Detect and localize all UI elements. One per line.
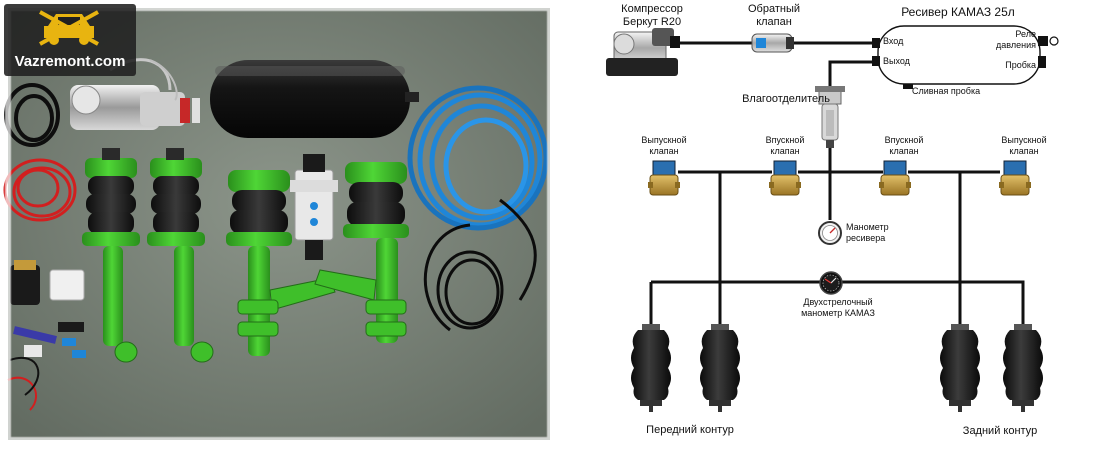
dual-gauge-label-line2: манометр КАМАЗ xyxy=(801,308,875,318)
rear-air-strut-right xyxy=(314,162,409,343)
site-logo-text: Vazremont.com xyxy=(15,53,126,70)
plug-label: Пробка xyxy=(1005,60,1036,70)
compressor-label-line2: Беркут R20 xyxy=(623,16,681,28)
receiver-gauge-icon xyxy=(818,221,842,245)
check-valve-label-line1: Обратный xyxy=(748,3,800,15)
pressure-relay-label-line1: Реле xyxy=(1015,29,1036,39)
receiver-label: Ресивер КАМАЗ 25л xyxy=(901,5,1015,19)
exhaust-valve-right-icon xyxy=(999,160,1031,196)
black-air-hose-coil xyxy=(423,198,537,332)
receiver-inlet-label: Вход xyxy=(883,36,904,46)
blue-air-hose-coil xyxy=(407,85,549,231)
front-circuit-label: Передний контур xyxy=(646,424,734,436)
front-air-strut-right xyxy=(147,148,214,363)
rear-air-strut-left xyxy=(226,170,336,356)
exhaust-valve-right-label-line2: клапан xyxy=(1009,146,1038,156)
air-suspension-kit-photo: Vazremont.com xyxy=(3,4,553,443)
compressor-label-line1: Компрессор xyxy=(621,3,683,15)
exhaust-valve-left-icon xyxy=(648,160,680,196)
line-rear-right-drop xyxy=(960,280,1025,325)
separator-label: Влагоотделитель xyxy=(742,93,830,105)
air-spring-rear-right xyxy=(1003,324,1043,412)
receiver-outlet-label: Выход xyxy=(883,56,911,66)
front-air-strut-left xyxy=(82,148,140,363)
intake-valve-right-icon xyxy=(879,160,911,196)
pneumatic-diagram: Компрессор Беркут R20 Обратный клапан Ре… xyxy=(606,3,1059,437)
line-receiver-to-separator xyxy=(828,60,878,92)
line-front-branch xyxy=(651,280,722,325)
pressure-relay-label-line2: давления xyxy=(996,40,1036,50)
intake-valve-left-label-line2: клапан xyxy=(770,146,799,156)
fittings-and-parts xyxy=(7,260,86,411)
intake-valve-right-label-line1: Впускной xyxy=(885,135,924,145)
intake-valve-left-icon xyxy=(769,160,801,196)
rear-circuit-label: Задний контур xyxy=(963,425,1037,437)
dual-needle-gauge-icon xyxy=(819,271,843,295)
dual-gauge-label-line1: Двухстрелочный xyxy=(803,297,872,307)
check-valve-label-line2: клапан xyxy=(756,16,792,28)
exhaust-valve-right-label-line1: Выпускной xyxy=(1001,135,1046,145)
site-logo: Vazremont.com xyxy=(4,4,136,76)
car-wrench-icon xyxy=(39,10,99,46)
air-lines xyxy=(649,41,1025,325)
moisture-separator-icon xyxy=(815,86,845,148)
exhaust-valve-left-label-line2: клапан xyxy=(649,146,678,156)
intake-valve-left-label-line1: Впускной xyxy=(766,135,805,145)
exhaust-valve-left-label-line1: Выпускной xyxy=(641,135,686,145)
air-spring-front-right xyxy=(700,324,740,412)
drain-plug-label: Сливная пробка xyxy=(912,86,980,96)
receiver-tank-icon xyxy=(872,25,1059,89)
receiver-gauge-label-line1: Манометр xyxy=(846,222,889,232)
compressor-icon xyxy=(606,28,680,76)
air-spring-front-left xyxy=(631,324,671,412)
air-receiver-tank xyxy=(210,60,419,138)
check-valve-icon xyxy=(751,33,794,53)
air-compressor xyxy=(70,58,200,130)
air-spring-rear-left xyxy=(940,324,980,412)
receiver-gauge-label-line2: ресивера xyxy=(846,233,885,243)
intake-valve-right-label-line2: клапан xyxy=(889,146,918,156)
valve-block xyxy=(290,154,338,260)
